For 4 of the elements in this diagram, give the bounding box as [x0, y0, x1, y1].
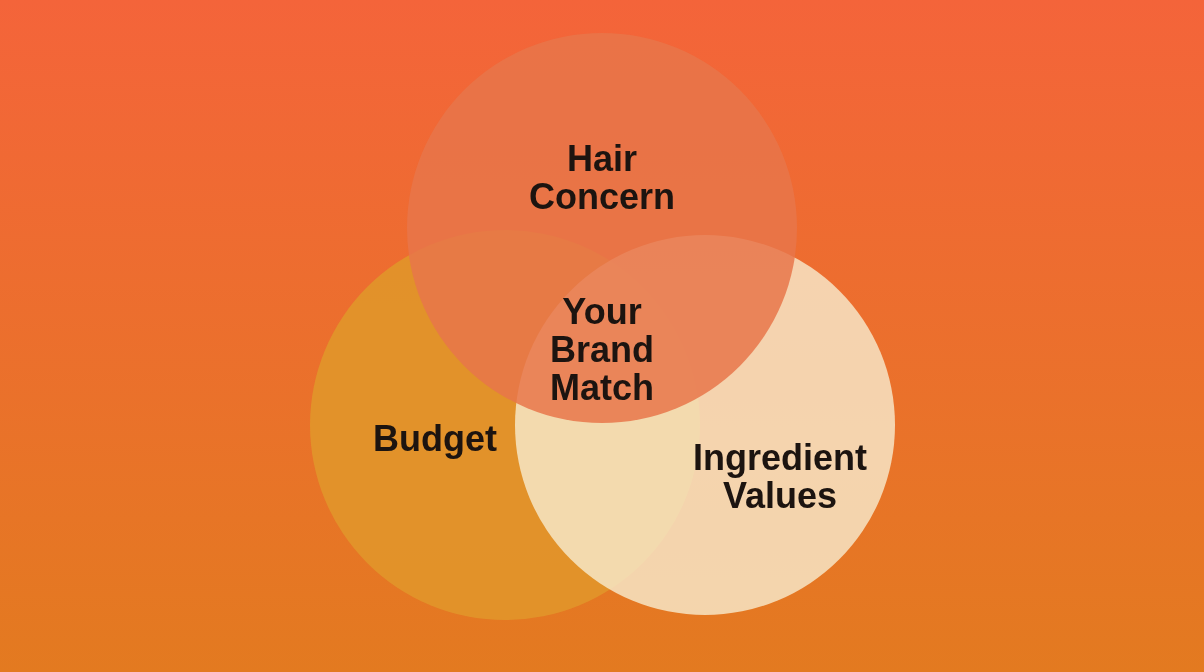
center-label: Your Brand Match [549, 293, 655, 407]
circle-label: Hair Concern [528, 140, 676, 216]
circle-label: Budget [372, 420, 498, 458]
circle-label: Ingredient Values [692, 439, 868, 515]
